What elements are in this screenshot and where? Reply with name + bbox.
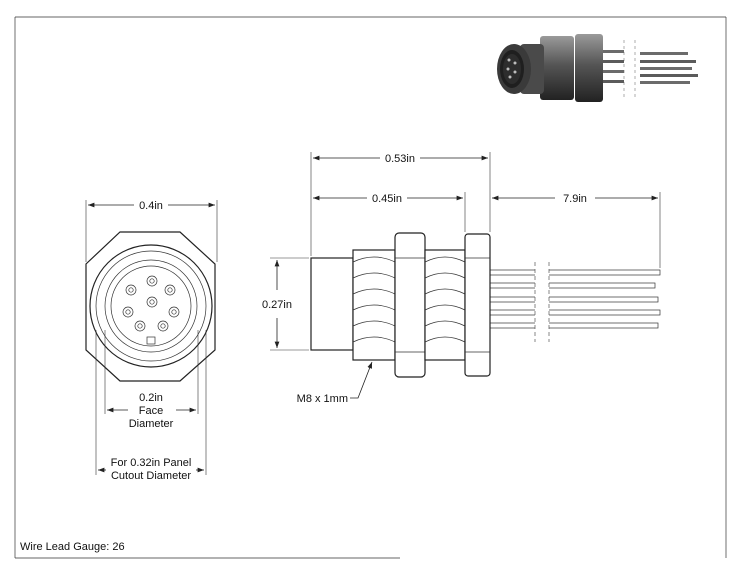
panel-cutout-label-1: For 0.32in Panel: [111, 457, 192, 469]
front-width-label: 0.4in: [139, 200, 163, 212]
panel-cutout-label-2: Cutout Diameter: [111, 470, 191, 482]
overall-length-label: 0.53in: [385, 153, 415, 165]
front-view: [85, 200, 218, 475]
body-length-label: 0.45in: [372, 193, 402, 205]
contact-pins: [122, 275, 180, 345]
connector-render: [497, 34, 698, 102]
side-view: [270, 152, 661, 399]
face-diameter-label-1: 0.2in: [139, 392, 163, 404]
face-diameter-label-2: Face: [139, 405, 163, 417]
wire-leads: [489, 262, 661, 342]
lead-length-label: 7.9in: [563, 193, 587, 205]
thread-label: M8 x 1mm: [297, 393, 348, 405]
face-diameter-label-3: Diameter: [129, 418, 174, 430]
height-label: 0.27in: [262, 299, 292, 311]
sheet-border: [14, 16, 727, 559]
wire-gauge-note: Wire Lead Gauge: 26: [20, 541, 125, 553]
